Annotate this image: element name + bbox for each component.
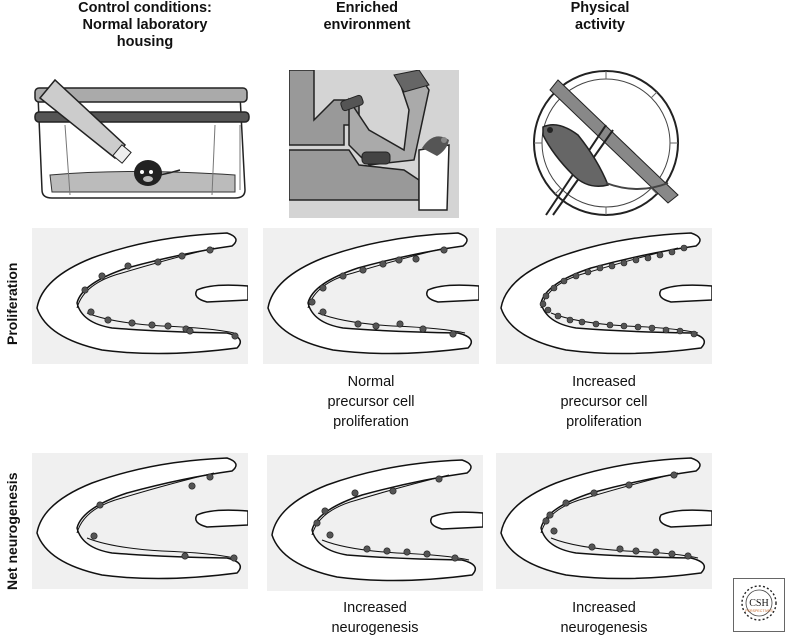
caption-line: precursor cell [560,394,648,410]
caption-line: Normal [347,374,395,390]
enriched-tubes-icon [288,69,459,218]
caption-line: Increased [343,600,407,616]
column-heading-control: Control conditions: Normal laboratory ho… [45,0,245,51]
caption-line: Increased [572,600,636,616]
column-heading-line: Enriched [335,0,399,16]
row-label-net-neurogenesis: Net neurogenesis [4,472,20,590]
logo-text: CSH [749,598,768,609]
row-label-proliferation: Proliferation [4,262,20,345]
caption-proliferation-enriched: Normal precursor cell proliferation [281,372,461,432]
column-heading-line: Physical [570,0,630,16]
caption-line: proliferation [333,414,409,430]
column-heading-line: environment [323,17,411,33]
column-heading-line: activity [575,17,625,33]
column-heading-line: Normal laboratory [82,17,208,33]
caption-line: neurogenesis [331,620,419,636]
caption-line: precursor cell [327,394,415,410]
column-heading-enriched: Enriched environment [267,0,467,34]
caption-proliferation-activity: Increased precursor cell proliferation [514,372,694,432]
panel-neurogenesis-enriched [267,455,483,591]
mouse-cage-icon [30,70,255,205]
caption-neurogenesis-activity: Increased neurogenesis [514,598,694,638]
panel-neurogenesis-control [32,453,248,589]
column-heading-activity: Physical activity [500,0,700,34]
caption-line: Increased [572,374,636,390]
panel-neurogenesis-activity [496,453,712,589]
logo-subtext: PERSPECTIVES [745,609,773,613]
panel-proliferation-activity [496,228,712,364]
csh-perspectives-logo: CSH PERSPECTIVES [733,578,785,632]
caption-neurogenesis-enriched: Increased neurogenesis [285,598,465,638]
panel-proliferation-enriched [263,228,479,364]
running-wheel-icon [528,65,688,220]
caption-line: proliferation [566,414,642,430]
caption-line: neurogenesis [560,620,648,636]
column-heading-line: Control conditions: [78,0,212,16]
column-heading-line: housing [116,34,174,50]
panel-proliferation-control [32,228,248,364]
